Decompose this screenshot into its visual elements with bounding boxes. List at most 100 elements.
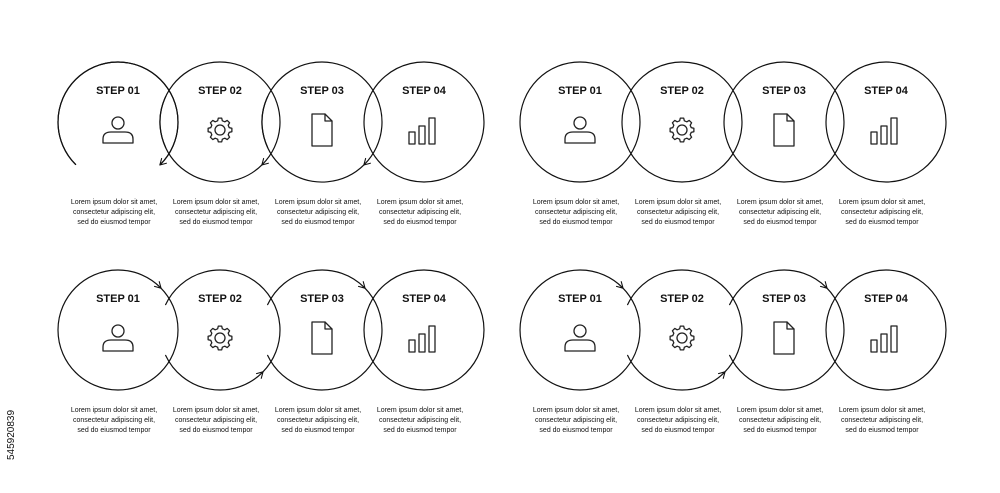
bar-chart-icon — [408, 117, 436, 145]
step-label: STEP 01 — [96, 293, 140, 305]
step-description-line: consectetur adipiscing elit, — [535, 209, 617, 216]
step-description-line: Lorem ipsum dolor sit amet, — [275, 407, 361, 414]
step-label: STEP 04 — [402, 293, 447, 305]
step-3-ring — [267, 269, 366, 306]
step-description-line: Lorem ipsum dolor sit amet, — [275, 199, 361, 206]
step-description-line: sed do eiusmod tempor — [539, 219, 613, 226]
step-description-line: sed do eiusmod tempor — [743, 219, 817, 226]
step-description-line: consectetur adipiscing elit, — [637, 209, 719, 216]
step-description-line: sed do eiusmod tempor — [845, 427, 919, 434]
bar-chart-icon — [870, 117, 898, 145]
step-1-ring-body — [536, 286, 641, 391]
step-description-line: consectetur adipiscing elit, — [73, 417, 155, 424]
step-description-line: Lorem ipsum dolor sit amet, — [635, 199, 721, 206]
step-description-line: consectetur adipiscing elit, — [379, 209, 461, 216]
step-description-line: sed do eiusmod tempor — [281, 427, 355, 434]
step-4-ring-body — [369, 269, 485, 391]
step-label: STEP 02 — [660, 85, 704, 97]
step-4-ring-body — [369, 61, 485, 183]
user-icon — [564, 324, 596, 352]
bar-chart-icon — [870, 325, 898, 353]
step-2-ring-body — [165, 269, 281, 374]
step-description-line: sed do eiusmod tempor — [383, 427, 457, 434]
step-3: STEP 03 Lorem ipsum dolor sit amet, consec… — [729, 269, 845, 434]
user-icon — [564, 116, 596, 144]
step-3-ring-body — [729, 286, 845, 391]
user-icon — [102, 324, 134, 352]
step-3-ring — [729, 269, 828, 306]
step-2-ring — [165, 354, 264, 391]
step-4-ring — [825, 304, 833, 356]
step-description-line: sed do eiusmod tempor — [77, 427, 151, 434]
bar-chart-icon — [408, 325, 436, 353]
step-description-line: sed do eiusmod tempor — [383, 219, 457, 226]
step-description-line: Lorem ipsum dolor sit amet, — [71, 407, 157, 414]
step-description-line: consectetur adipiscing elit, — [739, 417, 821, 424]
step-label: STEP 02 — [198, 293, 242, 305]
step-4-ring — [363, 96, 371, 148]
step-4: STEP 04 Lorem ipsum dolor sit amet, consec… — [363, 61, 485, 226]
step-description-line: consectetur adipiscing elit, — [277, 417, 359, 424]
step-description-line: sed do eiusmod tempor — [641, 219, 715, 226]
step-label: STEP 01 — [96, 85, 140, 97]
step-4-ring-body — [831, 61, 947, 183]
step-label: STEP 03 — [762, 293, 806, 305]
step-3-ring-body — [261, 96, 366, 183]
step-description-line: sed do eiusmod tempor — [539, 427, 613, 434]
step-4: STEP 04 Lorem ipsum dolor sit amet, consec… — [825, 269, 947, 434]
step-1-ring-body — [74, 286, 179, 391]
step-description-line: sed do eiusmod tempor — [281, 219, 355, 226]
step-description-line: Lorem ipsum dolor sit amet, — [533, 407, 619, 414]
step-description-line: Lorem ipsum dolor sit amet, — [635, 407, 721, 414]
step-2-ring — [627, 354, 726, 391]
step-2-ring-body — [159, 96, 264, 183]
document-icon — [311, 113, 333, 147]
step-description-line: sed do eiusmod tempor — [845, 219, 919, 226]
step-1-ring — [519, 269, 624, 374]
step-description-line: consectetur adipiscing elit, — [175, 417, 257, 424]
step-description-line: Lorem ipsum dolor sit amet, — [377, 199, 463, 206]
infographic-panel-4: STEP 01 Lorem ipsum dolor sit amet, consec… — [519, 269, 947, 434]
step-4-ring-body — [831, 269, 947, 391]
step-description-line: Lorem ipsum dolor sit amet, — [737, 199, 823, 206]
step-4-ring — [363, 304, 371, 356]
step-description-line: consectetur adipiscing elit, — [841, 417, 923, 424]
step-2: STEP 02 Lorem ipsum dolor sit amet, consec… — [621, 61, 743, 226]
gear-icon — [669, 117, 695, 143]
panels-layer: STEP 01 Lorem ipsum dolor sit amet, consec… — [57, 61, 947, 434]
step-label: STEP 02 — [198, 85, 242, 97]
step-3-ring-body — [729, 61, 845, 183]
document-icon — [773, 113, 795, 147]
gear-icon — [207, 117, 233, 143]
step-2-ring — [621, 96, 629, 148]
infographic-panel-1: STEP 01 Lorem ipsum dolor sit amet, consec… — [57, 61, 485, 226]
step-3-ring-body — [267, 286, 383, 391]
step-2-ring-body — [627, 269, 743, 374]
step-1: STEP 01 Lorem ipsum dolor sit amet, consec… — [57, 269, 179, 434]
step-description-line: Lorem ipsum dolor sit amet, — [839, 407, 925, 414]
step-label: STEP 04 — [864, 293, 909, 305]
step-label: STEP 01 — [558, 293, 602, 305]
step-label: STEP 04 — [864, 85, 909, 97]
step-description-line: sed do eiusmod tempor — [77, 219, 151, 226]
step-description-line: Lorem ipsum dolor sit amet, — [737, 407, 823, 414]
step-description-line: sed do eiusmod tempor — [743, 427, 817, 434]
step-description-line: Lorem ipsum dolor sit amet, — [71, 199, 157, 206]
step-label: STEP 04 — [402, 85, 447, 97]
step-description-line: consectetur adipiscing elit, — [175, 209, 257, 216]
step-1-ring — [57, 269, 162, 374]
step-description-line: consectetur adipiscing elit, — [277, 209, 359, 216]
step-1-ring — [519, 61, 641, 183]
gear-icon — [669, 325, 695, 351]
